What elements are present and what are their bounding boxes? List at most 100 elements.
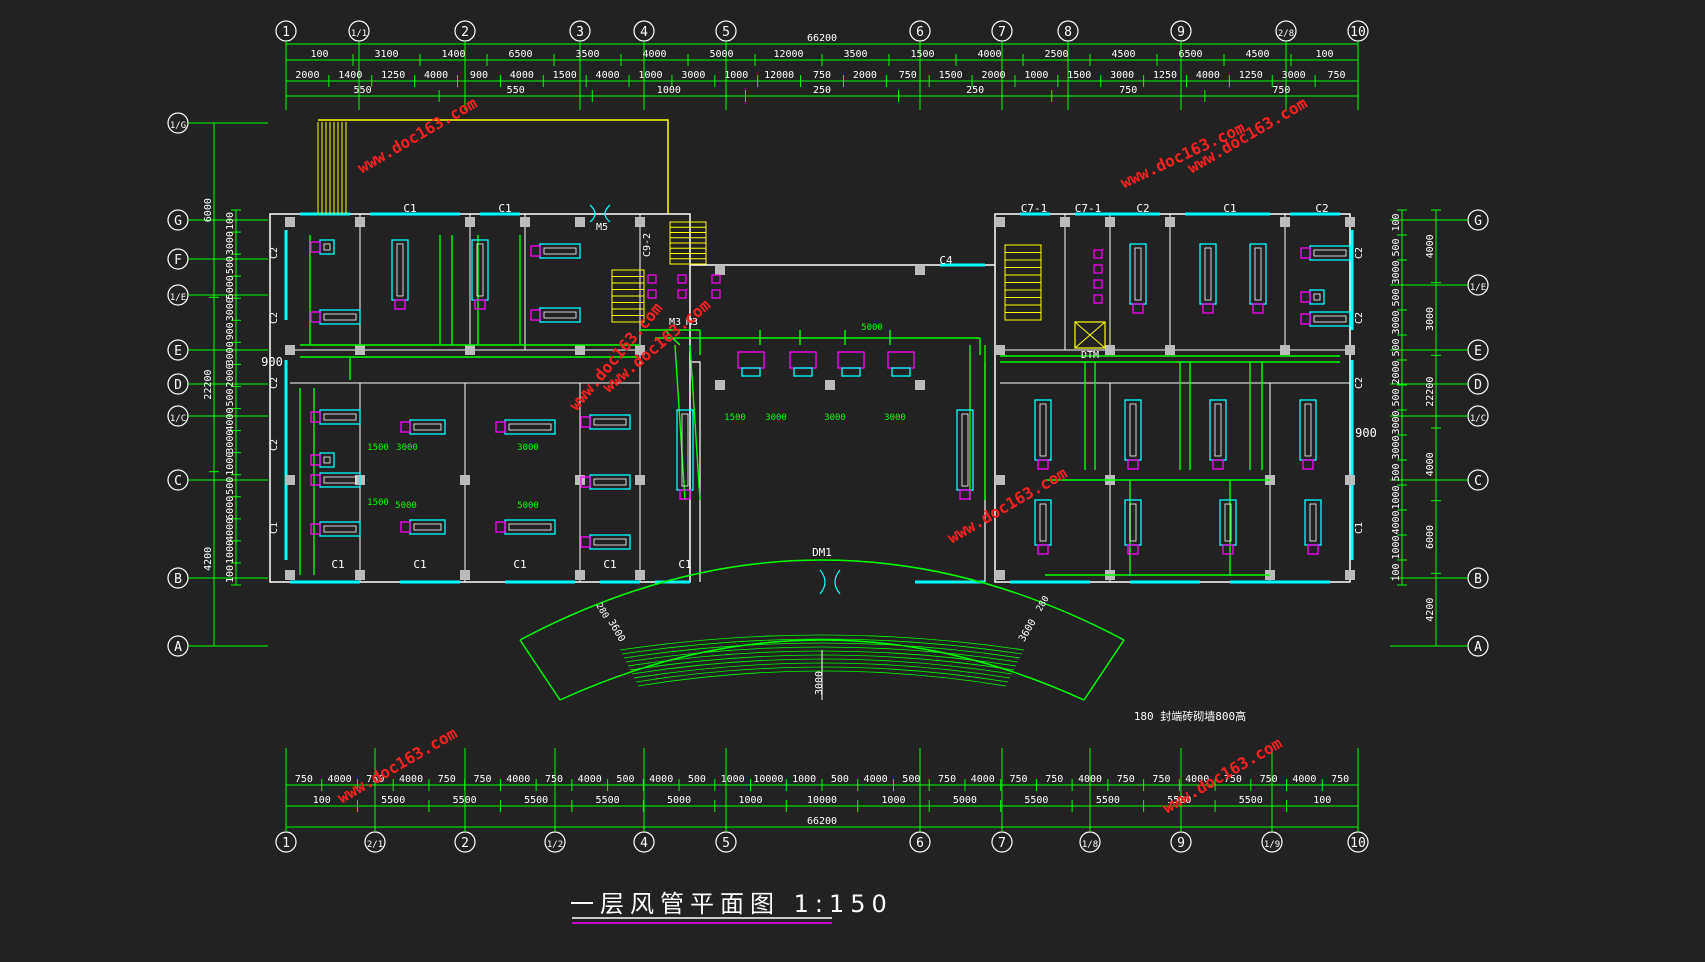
room-label: 5000	[395, 501, 417, 511]
total-dim-top: 66200	[807, 33, 837, 44]
dim-text: 3000	[1391, 260, 1402, 284]
dim-text: 4000	[596, 70, 620, 81]
fan-coil-unit	[319, 409, 361, 425]
axis-label: 1/C	[170, 414, 186, 424]
axis-label: G	[174, 214, 182, 229]
walls	[269, 119, 1355, 701]
room-label: C2	[1354, 247, 1365, 259]
lobby-unit-grille	[793, 367, 813, 377]
elevator-x	[1074, 321, 1106, 349]
fan-coil-motor	[310, 241, 321, 253]
dim-text: 750	[1152, 774, 1170, 785]
fan-coil-unit	[319, 521, 361, 537]
dim-text: 5500	[1096, 795, 1120, 806]
axis-label: 1/9	[1264, 840, 1280, 850]
dim-text: 4000	[649, 774, 673, 785]
dim-text: 100	[310, 49, 328, 60]
drawing-title: 一层风管平面图 1:150	[570, 890, 893, 918]
column	[355, 345, 365, 355]
axis-label: 3	[576, 25, 584, 40]
fan-coil-motor	[1300, 313, 1311, 325]
dim-text: 750	[1224, 774, 1242, 785]
dim-text: 750	[1272, 85, 1290, 96]
column	[1345, 475, 1355, 485]
dim-text: 5000	[709, 49, 733, 60]
plaza-edge	[519, 639, 561, 701]
dim-text: 4000	[977, 49, 1001, 60]
column	[460, 475, 470, 485]
column	[355, 217, 365, 227]
watermark-text: www.doc163.com	[944, 463, 1071, 547]
dim-text: 500	[1391, 463, 1402, 481]
axis-label: 1/2	[547, 840, 563, 850]
fan-coil-grille	[1313, 293, 1321, 301]
dim-text: 1000	[792, 774, 816, 785]
room-label: 900	[261, 355, 283, 369]
room-label: 5000	[517, 501, 539, 511]
dim-text: 3000	[225, 297, 236, 321]
fan-coil-motor	[495, 521, 506, 533]
dim-text: 750	[1260, 774, 1278, 785]
dim-text: 4000	[328, 774, 352, 785]
fan-coil-motor	[1037, 544, 1049, 555]
room-label: C2	[269, 377, 280, 389]
axis-label: 1/G	[170, 121, 186, 131]
room-label: 1500	[724, 413, 746, 423]
lobby-unit-grille	[891, 367, 911, 377]
fan-coil-motor	[310, 474, 321, 486]
dim-text: 4000	[1185, 774, 1209, 785]
dim-text: 4000	[1078, 774, 1102, 785]
column	[1345, 217, 1355, 227]
dim-text: 1500	[910, 49, 934, 60]
dim-text: 750	[1119, 85, 1137, 96]
plaza-step	[623, 642, 1021, 659]
room-label: 1500	[367, 498, 389, 508]
dim-text: 500	[688, 774, 706, 785]
dim-text: 3000	[1282, 70, 1306, 81]
room-label: C1	[1354, 522, 1365, 534]
column	[635, 475, 645, 485]
room-label: C1	[331, 558, 344, 571]
fan-coil-grille	[413, 523, 442, 531]
dim-text: 1000	[1024, 70, 1048, 81]
fan-coil-motor	[1300, 291, 1311, 303]
toilet-fixture	[677, 289, 687, 299]
fan-coil-unit	[1124, 499, 1142, 546]
column	[285, 345, 295, 355]
column	[520, 217, 530, 227]
toilet-fixture	[711, 289, 721, 299]
fan-coil-unit	[409, 419, 446, 435]
dim-text: 750	[1010, 774, 1028, 785]
dim-text: 750	[899, 70, 917, 81]
dim-text: 3000	[681, 70, 705, 81]
dim-text: 2500	[1044, 49, 1068, 60]
dim-text: 5500	[453, 795, 477, 806]
axis-label: 5	[722, 836, 730, 851]
dim-text: 12000	[764, 70, 794, 81]
fan-coil-grille	[413, 423, 442, 431]
dim-text: 100	[313, 795, 331, 806]
fan-coil-unit	[409, 519, 446, 535]
fan-coil-grille	[1304, 403, 1312, 457]
column	[1105, 345, 1115, 355]
dim-text: 4000	[578, 774, 602, 785]
room-label: C7-1	[1075, 202, 1102, 215]
dim-text: 2000	[225, 363, 236, 387]
column	[995, 570, 1005, 580]
fan-coil-grille	[593, 538, 627, 546]
column	[715, 265, 725, 275]
column	[355, 570, 365, 580]
fan-coil-unit	[1209, 399, 1227, 461]
fan-coil-grille	[1313, 315, 1347, 323]
dim-text: 1000	[1391, 535, 1402, 559]
room-label: C2	[1354, 377, 1365, 389]
dim-text: 2000	[981, 70, 1005, 81]
axis-label: C	[1474, 474, 1482, 489]
dim-text: 5000	[225, 275, 236, 299]
dim-text: 5000	[667, 795, 691, 806]
fan-coil-grille	[1039, 403, 1047, 457]
fan-coil-unit	[504, 419, 556, 435]
stair-outline	[1004, 244, 1042, 321]
